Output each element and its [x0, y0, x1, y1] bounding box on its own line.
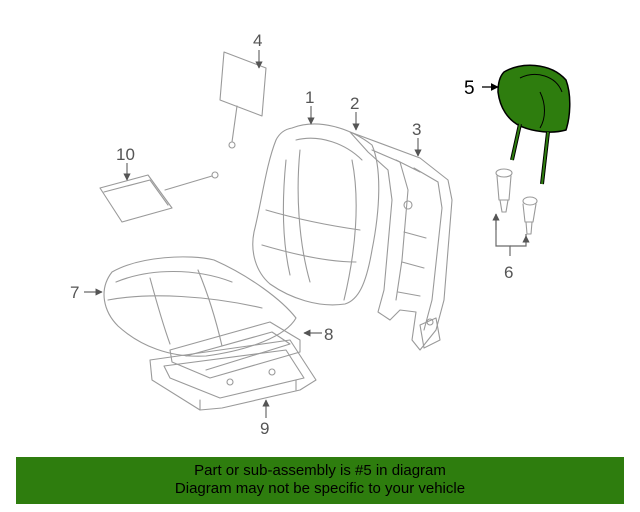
callout-1: 1: [305, 88, 314, 107]
part-1-seatback-cushion: [252, 123, 380, 306]
callout-6: 6: [504, 263, 513, 282]
part-7-seat-cushion: [103, 256, 297, 357]
callout-3: 3: [412, 120, 421, 139]
part-9-seat-frame: [149, 339, 317, 411]
part-8-cushion-pan: [169, 321, 301, 379]
leader-lines: [84, 50, 530, 418]
banner-line-part-number: Part or sub-assembly is #5 in diagram: [194, 462, 446, 479]
part-4-back-panel: [219, 51, 267, 149]
callout-4: 4: [253, 31, 262, 50]
callout-10: 10: [116, 145, 135, 164]
part-10-heater-pad: [99, 171, 219, 223]
highlight-info-banner: Part or sub-assembly is #5 in diagram Di…: [16, 457, 624, 504]
callout-5: 5: [464, 78, 475, 99]
callout-8: 8: [324, 325, 333, 344]
part-2-3-seatback-frame: [349, 131, 453, 351]
part-6-headrest-guides: [495, 168, 538, 235]
part-5-headrest: [497, 64, 571, 185]
banner-line-disclaimer: Diagram may not be specific to your vehi…: [174, 480, 466, 497]
callout-2: 2: [350, 94, 359, 113]
callout-7: 7: [70, 283, 79, 302]
callout-9: 9: [260, 419, 269, 438]
